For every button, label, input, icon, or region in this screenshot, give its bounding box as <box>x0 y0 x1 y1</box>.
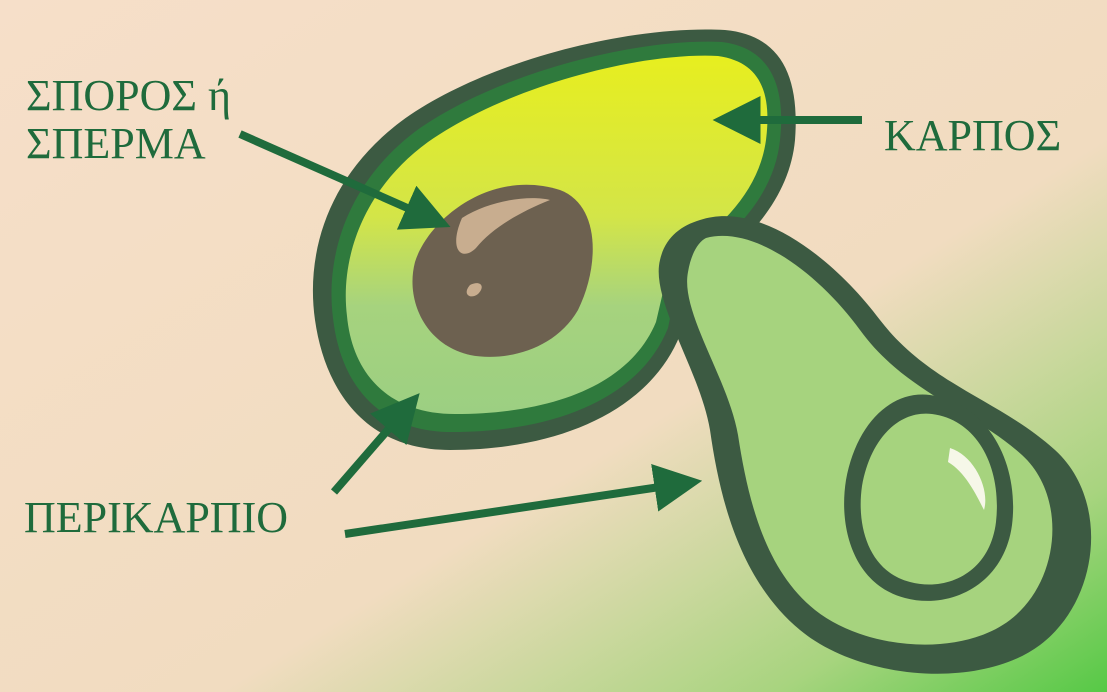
label-pericarp: ΠΕΡΙΚΑΡΠΙΟ <box>24 494 288 542</box>
label-fruit: ΚΑΡΠΟΣ <box>884 112 1061 160</box>
label-seed-line1: ΣΠΟΡΟΣ ή <box>26 72 231 120</box>
label-seed: ΣΠΟΡΟΣ ή ΣΠΕΡΜΑ <box>26 72 231 168</box>
label-seed-line2: ΣΠΕΡΜΑ <box>26 120 231 168</box>
